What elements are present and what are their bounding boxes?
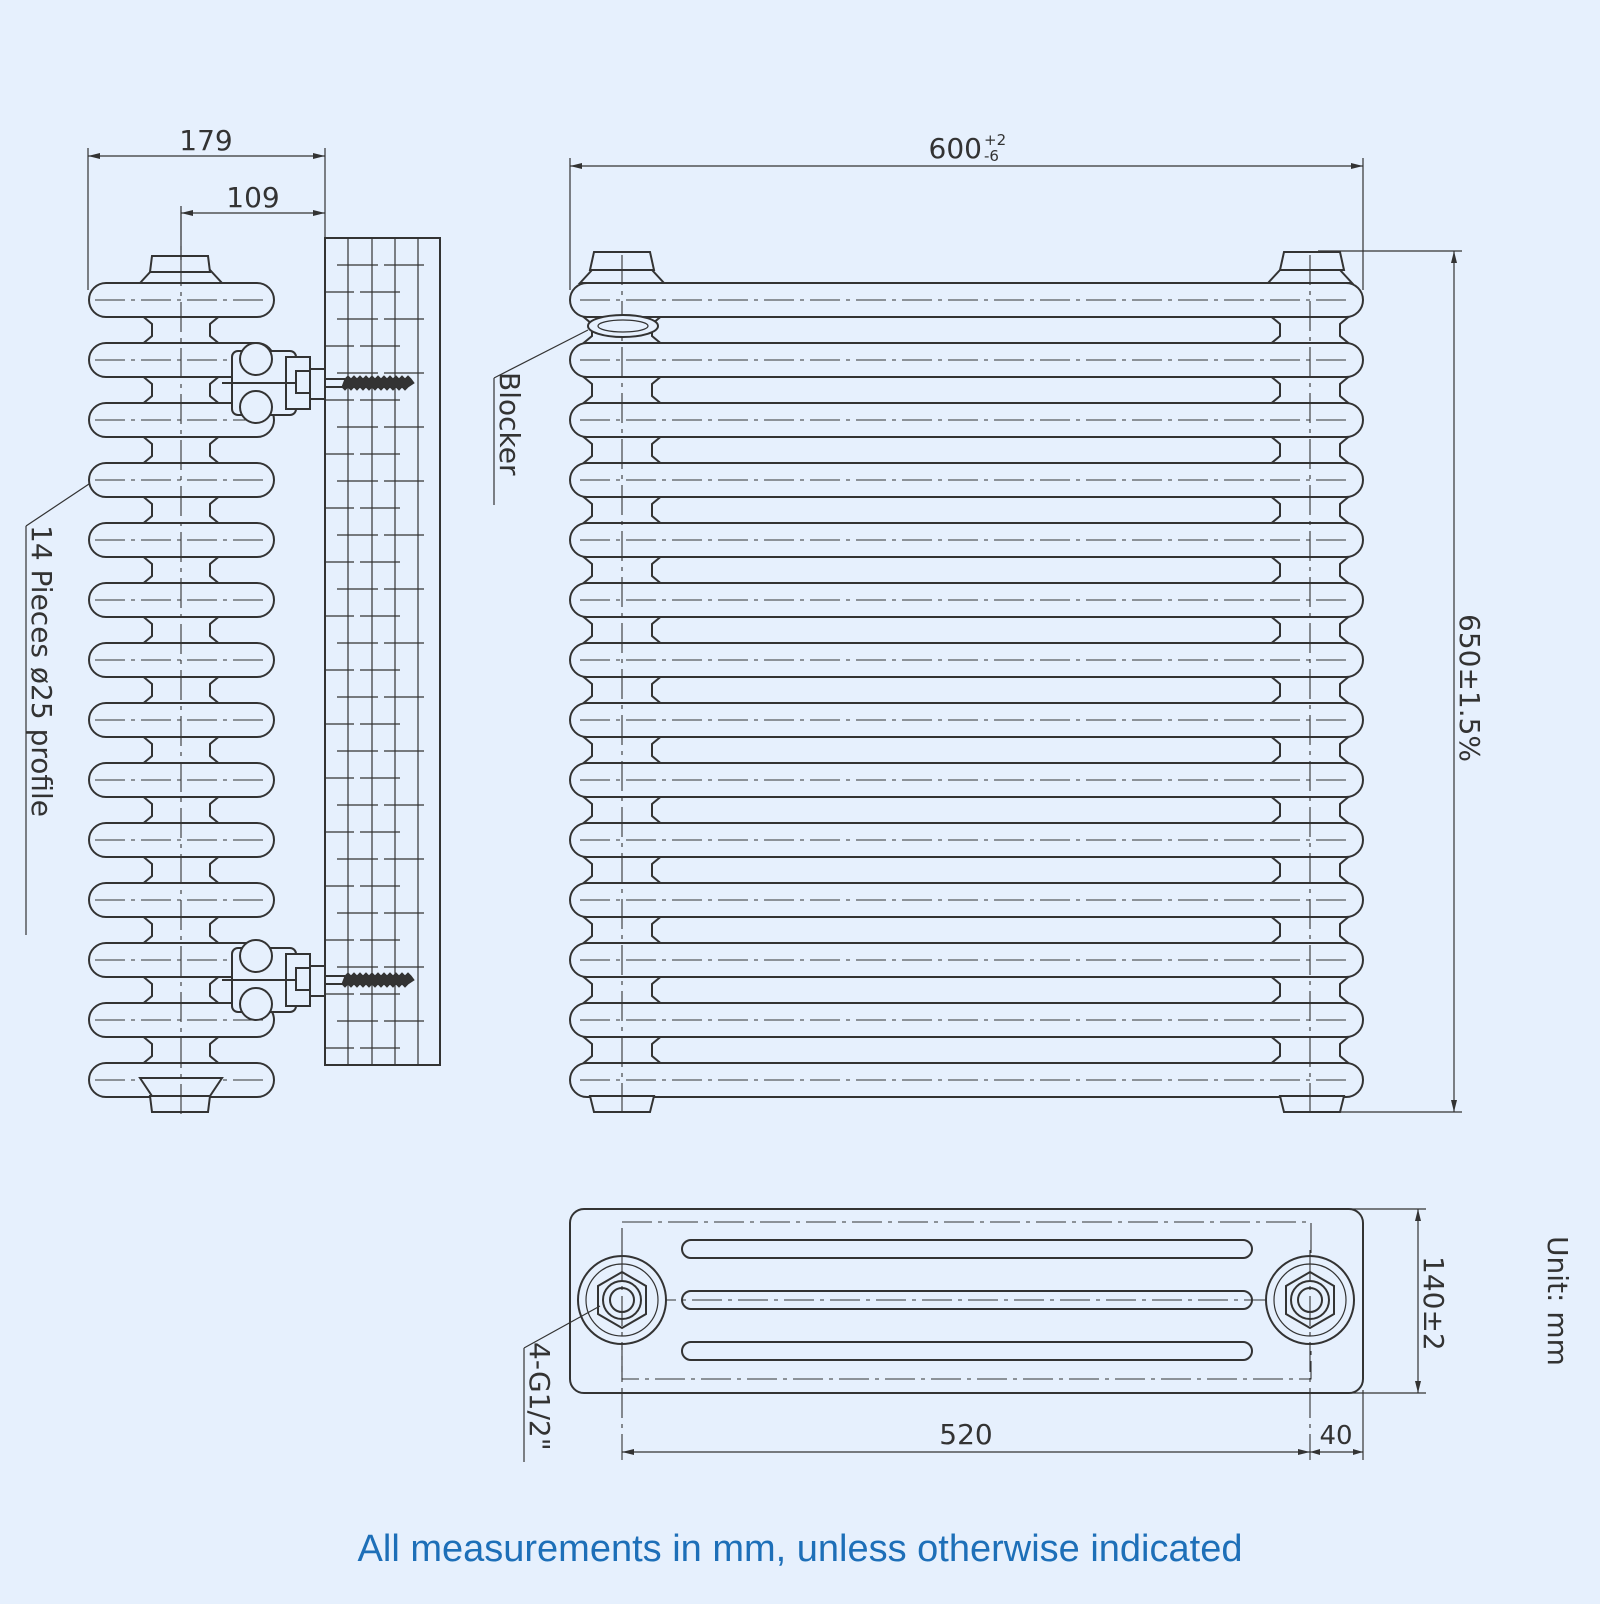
dim-600-label: 600 xyxy=(929,132,982,165)
connections-callout: 4-G1/2" xyxy=(523,1305,601,1462)
unit-label: Unit: mm xyxy=(1541,1236,1574,1366)
pieces-callout: 14 Pieces ø25 profile xyxy=(25,483,90,935)
front-tubes xyxy=(569,269,1364,1098)
dim-179-label: 179 xyxy=(179,124,232,157)
front-right-bottom-cap xyxy=(1278,1095,1346,1113)
front-view: Blocker 600 +2 -6 650±1.5% xyxy=(493,131,1486,1115)
blocker-plug xyxy=(587,314,659,338)
dim-109-label: 109 xyxy=(226,181,279,214)
dimension-depth-179: 179 xyxy=(87,124,326,290)
dimension-offset-109: 109 xyxy=(180,181,325,260)
front-right-top-cap xyxy=(1278,251,1346,271)
side-bottom-cap xyxy=(148,1095,212,1113)
plan-slot-1 xyxy=(681,1239,1253,1259)
dimension-height-650: 650±1.5% xyxy=(1318,250,1486,1113)
plan-outline xyxy=(569,1208,1364,1394)
dimension-depth-140: 140±2 xyxy=(1340,1208,1450,1394)
wall-hatch xyxy=(324,237,441,1066)
dim-520-label: 520 xyxy=(939,1418,992,1451)
pieces-label: 14 Pieces ø25 profile xyxy=(25,525,58,817)
footer-note: All measurements in mm, unless otherwise… xyxy=(357,1528,1243,1570)
wall-bracket-top xyxy=(222,342,415,424)
blocker-label: Blocker xyxy=(493,372,526,476)
blocker-callout: Blocker xyxy=(493,314,659,505)
dim-40-label: 40 xyxy=(1319,1421,1352,1451)
connections-label: 4-G1/2" xyxy=(523,1342,556,1451)
plan-view: 4-G1/2" 140±2 520 40 Unit: mm xyxy=(523,1208,1574,1462)
dim-140-label: 140±2 xyxy=(1417,1256,1450,1351)
dim-600-tol-upper: +2 xyxy=(984,131,1006,149)
side-view: 179 109 14 Pieces ø25 profile xyxy=(25,124,441,1115)
dim-600-tol-lower: -6 xyxy=(984,147,999,165)
wall-bracket-bottom xyxy=(222,939,415,1021)
dimension-centres-520: 520 xyxy=(622,1418,1310,1455)
dim-650-label: 650±1.5% xyxy=(1453,614,1486,762)
plan-slot-3 xyxy=(681,1341,1253,1361)
side-top-cap xyxy=(148,255,212,273)
dimension-width-600: 600 +2 -6 xyxy=(569,131,1364,290)
dimension-end-40: 40 xyxy=(1310,1390,1364,1460)
